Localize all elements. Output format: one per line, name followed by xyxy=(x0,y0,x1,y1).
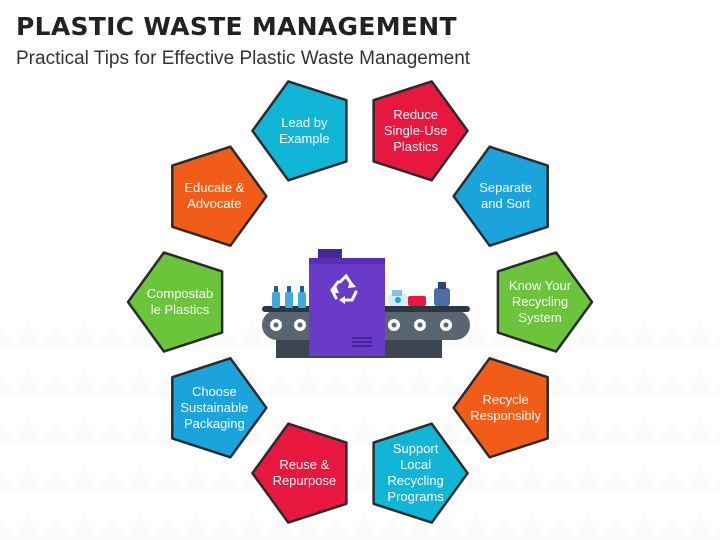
tip-pentagon xyxy=(496,251,594,353)
tip-pentagon xyxy=(171,145,268,247)
page-subtitle: Practical Tips for Effective Plastic Was… xyxy=(16,48,471,69)
hexagon-layer xyxy=(126,80,594,524)
machine-body xyxy=(309,258,385,356)
tip-pentagon xyxy=(126,251,224,353)
plastic-waste-icon xyxy=(388,282,450,306)
tip-pentagon xyxy=(372,422,469,524)
machine-chimney xyxy=(318,249,342,259)
tip-pentagon xyxy=(251,422,348,524)
page-title: PLASTIC WASTE MANAGEMENT xyxy=(16,12,457,41)
tip-pentagon xyxy=(251,80,348,182)
tip-pentagon xyxy=(372,80,469,182)
recycling-conveyor-machine-icon xyxy=(262,249,470,358)
machine-vent xyxy=(352,337,372,347)
tip-pentagon xyxy=(452,357,549,459)
bottles-icon xyxy=(272,286,306,308)
tip-pentagon xyxy=(171,357,268,459)
tip-pentagon xyxy=(452,145,549,247)
